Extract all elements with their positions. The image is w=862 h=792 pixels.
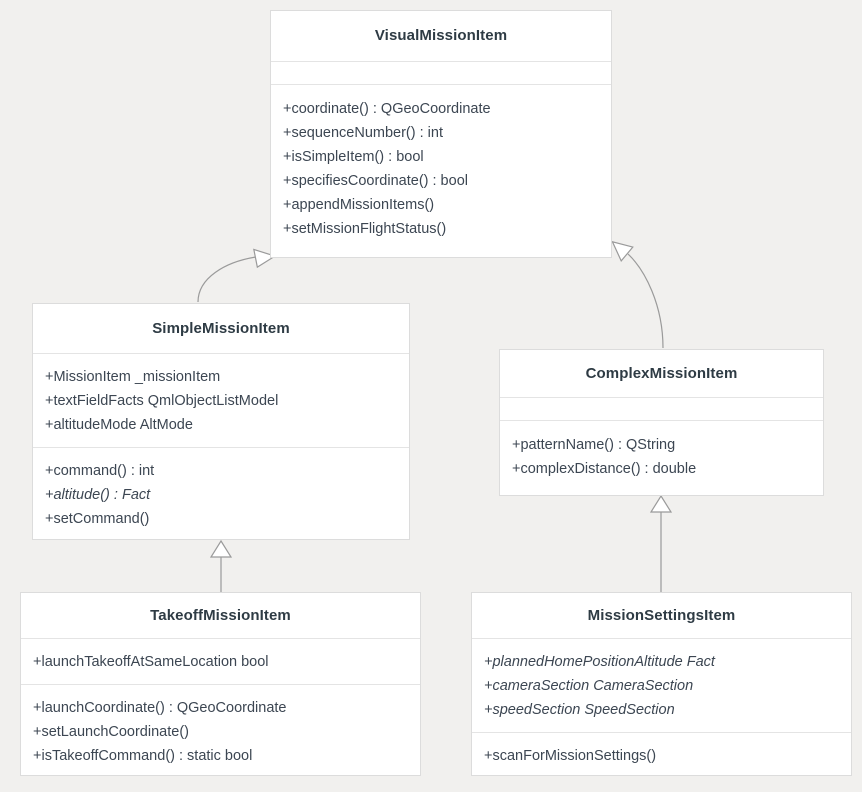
operation-item: +isTakeoffCommand() : static bool [33, 748, 253, 764]
operation-item: +sequenceNumber() : int [283, 125, 443, 141]
class-box-mission-settings-item[interactable]: MissionSettingsItem +plannedHomePosition… [471, 592, 852, 776]
operation-item: +coordinate() : QGeoCoordinate [283, 101, 491, 117]
operation-item-abstract: +altitude() : Fact [45, 487, 151, 503]
operations-compartment-complex-mission-item: +patternName() : QString +complexDistanc… [500, 420, 823, 481]
operations-compartment-visual-mission-item: +coordinate() : QGeoCoordinate +sequence… [271, 84, 611, 241]
attribute-item-abstract: +cameraSection CameraSection [484, 678, 694, 694]
operation-item: +setCommand() [45, 511, 150, 527]
attribute-item: +MissionItem _missionItem [45, 369, 221, 385]
edge-complex-to-visual [611, 240, 664, 349]
attributes-compartment-simple-mission-item: +MissionItem _missionItem +textFieldFact… [33, 353, 409, 447]
class-title-visual-mission-item: VisualMissionItem [374, 27, 508, 44]
attributes-compartment-takeoff-mission-item: +launchTakeoffAtSameLocation bool [21, 638, 420, 684]
operations-compartment-mission-settings-item: +scanForMissionSettings() [472, 732, 851, 768]
operation-item: +setLaunchCoordinate() [33, 724, 189, 740]
operation-item: +command() : int [45, 463, 155, 479]
operation-item: +setMissionFlightStatus() [283, 221, 447, 237]
operations-compartment-simple-mission-item: +command() : int +altitude() : Fact +set… [33, 447, 409, 531]
class-title-complex-mission-item: ComplexMissionItem [585, 365, 738, 382]
class-title-takeoff-mission-item: TakeoffMissionItem [150, 607, 291, 624]
operation-item: +appendMissionItems() [283, 197, 435, 213]
class-title-mission-settings-item: MissionSettingsItem [587, 607, 736, 624]
attribute-item: +altitudeMode AltMode [45, 417, 193, 433]
class-box-visual-mission-item[interactable]: VisualMissionItem +coordinate() : QGeoCo… [270, 10, 612, 258]
class-box-simple-mission-item[interactable]: SimpleMissionItem +MissionItem _missionI… [32, 303, 410, 540]
attribute-item-abstract: +plannedHomePositionAltitude Fact [484, 654, 715, 670]
edge-simple-to-visual [197, 248, 277, 303]
operation-item: +patternName() : QString [512, 437, 676, 453]
edge-settings-to-complex [649, 494, 673, 592]
operation-item: +scanForMissionSettings() [484, 748, 657, 764]
edge-takeoff-to-simple [209, 539, 233, 592]
operation-item: +specifiesCoordinate() : bool [283, 173, 468, 189]
attributes-compartment-visual-mission-item [271, 61, 611, 84]
operation-item: +complexDistance() : double [512, 461, 697, 477]
attribute-item: +launchTakeoffAtSameLocation bool [33, 654, 269, 670]
attribute-item-abstract: +speedSection SpeedSection [484, 702, 675, 718]
class-title-simple-mission-item: SimpleMissionItem [152, 320, 290, 337]
operations-compartment-takeoff-mission-item: +launchCoordinate() : QGeoCoordinate +se… [21, 684, 420, 768]
operation-item: +launchCoordinate() : QGeoCoordinate [33, 700, 287, 716]
attributes-compartment-mission-settings-item: +plannedHomePositionAltitude Fact +camer… [472, 638, 851, 732]
attributes-compartment-complex-mission-item [500, 397, 823, 420]
class-box-takeoff-mission-item[interactable]: TakeoffMissionItem +launchTakeoffAtSameL… [20, 592, 421, 776]
class-box-complex-mission-item[interactable]: ComplexMissionItem +patternName() : QStr… [499, 349, 824, 496]
operation-item: +isSimpleItem() : bool [283, 149, 424, 165]
attribute-item: +textFieldFacts QmlObjectListModel [45, 393, 279, 409]
